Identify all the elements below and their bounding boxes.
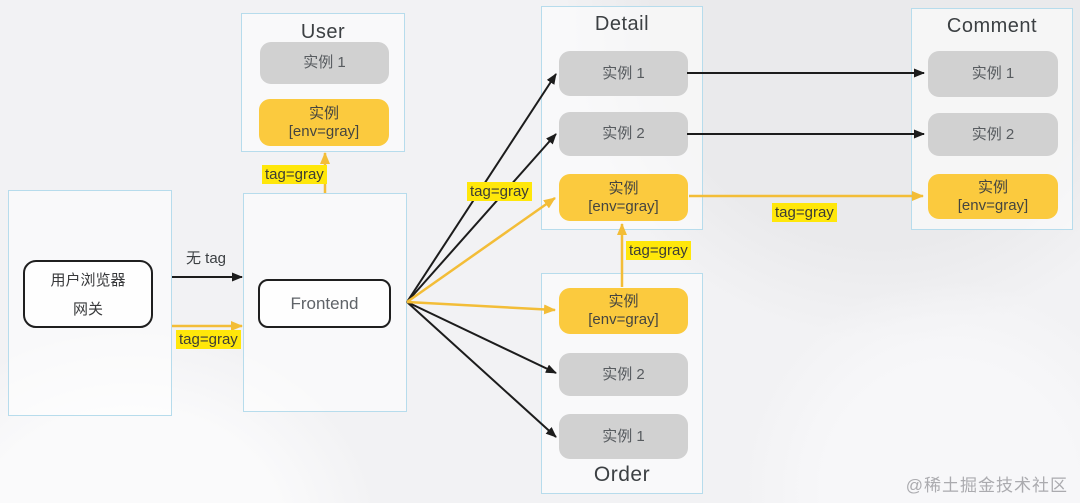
frontend-panel: Frontend	[243, 193, 407, 412]
watermark: @稀土掘金技术社区	[905, 476, 1068, 495]
arrow-frontend-order-1	[406, 301, 557, 438]
frontend-label: Frontend	[290, 293, 359, 313]
arrow-frontend-detail-2	[406, 133, 557, 303]
order-service-panel: 实例 [env=gray] 实例 2 实例 1 Order	[541, 273, 703, 494]
label-tag-gray-detail: tag=gray	[467, 182, 532, 201]
label-no-tag: 无 tag	[186, 250, 227, 267]
gateway-label-line1: 用户浏览器	[50, 272, 126, 290]
arrow-frontend-order-2	[406, 301, 557, 374]
detail-instance-gray-env: 实例 [env=gray]	[559, 174, 688, 221]
background-swirl	[740, 280, 1080, 503]
comment-service-panel: Comment 实例 1 实例 2 实例 [env=gray]	[911, 8, 1073, 230]
comment-instance-gray-env: 实例 [env=gray]	[928, 174, 1058, 219]
label-tag-gray-gateway: tag=gray	[176, 330, 241, 349]
label-tag-gray-user: tag=gray	[262, 165, 327, 184]
detail-instance-2: 实例 2	[559, 112, 688, 156]
detail-instance-1: 实例 1	[559, 51, 688, 96]
user-service-title: User	[300, 21, 346, 43]
comment-instance-2: 实例 2	[928, 113, 1058, 156]
user-service-panel: User 实例 1 实例 [env=gray]	[241, 13, 405, 152]
order-instance-2: 实例 2	[559, 353, 688, 396]
gateway-box: 用户浏览器 网关	[23, 260, 153, 328]
order-instance-1: 实例 1	[559, 414, 688, 459]
detail-service-title: Detail	[594, 13, 650, 35]
label-tag-gray-comment: tag=gray	[772, 203, 837, 222]
user-instance-gray-env: 实例 [env=gray]	[259, 99, 389, 146]
detail-service-panel: Detail 实例 1 实例 2 实例 [env=gray]	[541, 6, 703, 230]
label-tag-gray-order: tag=gray	[626, 241, 691, 260]
frontend-box: Frontend	[258, 279, 391, 328]
arrow-frontend-detail-gray	[406, 196, 556, 304]
order-service-title: Order	[593, 463, 651, 486]
comment-instance-1: 实例 1	[928, 51, 1058, 97]
order-instance-gray-env: 实例 [env=gray]	[559, 288, 688, 334]
arrow-frontend-order-gray	[406, 300, 556, 315]
user-instance-1: 实例 1	[260, 42, 389, 84]
gateway-panel: 用户浏览器 网关	[8, 190, 172, 416]
gateway-label-line2: 网关	[72, 300, 103, 318]
comment-service-title: Comment	[946, 15, 1038, 37]
